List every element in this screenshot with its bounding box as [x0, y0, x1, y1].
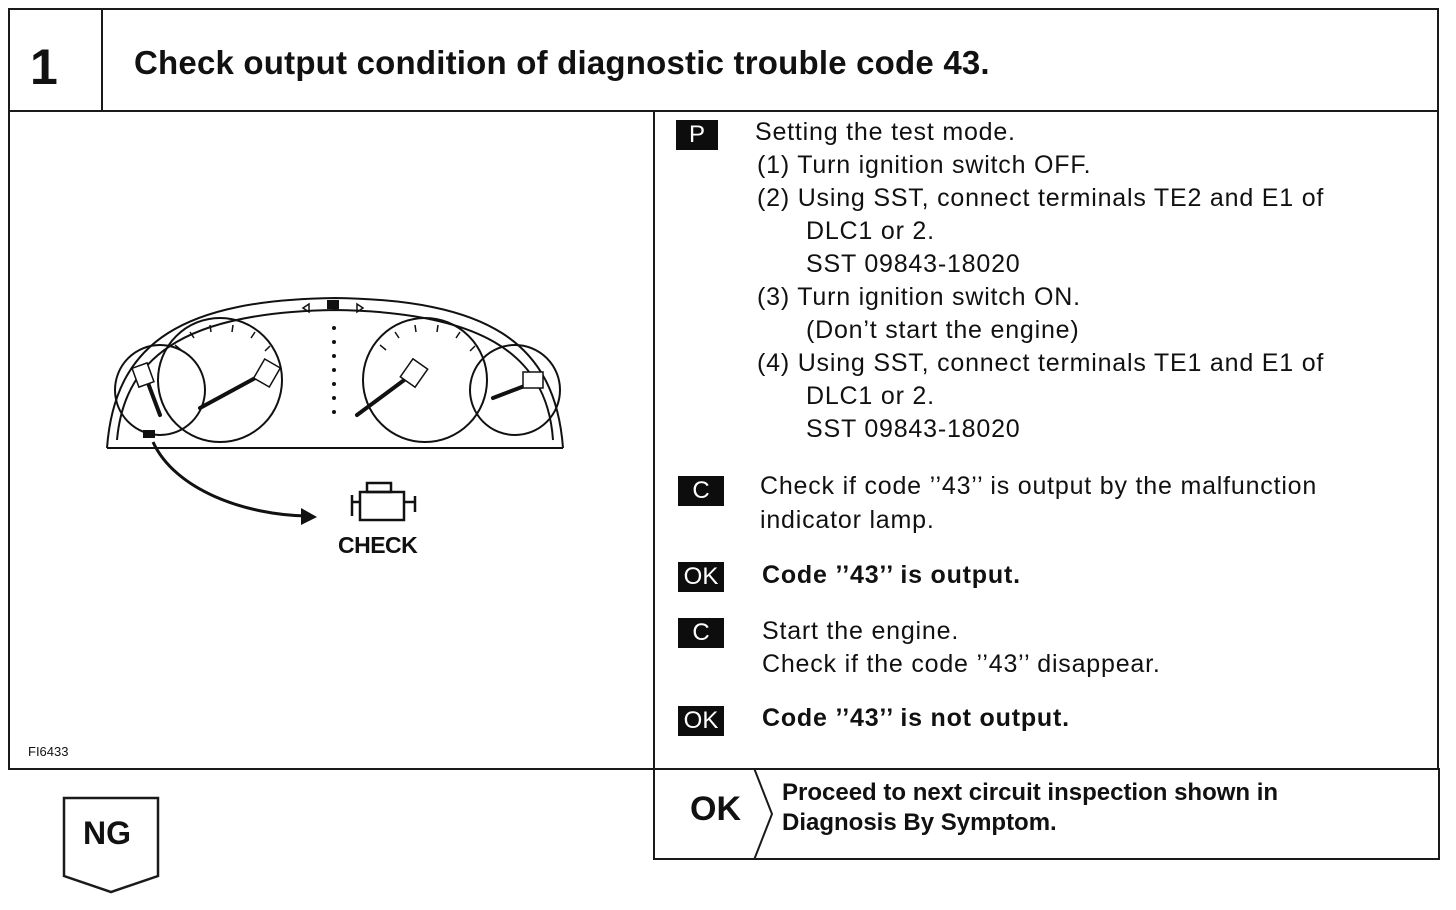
header-divider	[101, 8, 103, 112]
p-line-6: (Don’t start the engine)	[806, 316, 1080, 344]
c2-badge: C	[678, 618, 724, 648]
p-line-8: DLC1 or 2.	[806, 382, 935, 410]
p-line-5: (3) Turn ignition switch ON.	[757, 283, 1081, 311]
p-line-2: (2) Using SST, connect terminals TE2 and…	[757, 184, 1325, 212]
ok-result-line-0: Proceed to next circuit inspection shown…	[782, 779, 1279, 806]
c1-line-1: indicator lamp.	[760, 506, 935, 534]
c2-line-1: Check if the code ’’43’’ disappear.	[762, 650, 1161, 678]
ok1-text: Code ’’43’’ is output.	[762, 561, 1021, 589]
p-badge: P	[676, 120, 718, 150]
ok-result-box-line-bottom	[653, 858, 1440, 860]
figure-id: FI6433	[28, 744, 69, 759]
check-engine-label: CHECK	[338, 532, 418, 558]
p-line-3: DLC1 or 2.	[806, 217, 935, 245]
c2-line-0: Start the engine.	[762, 617, 960, 645]
ok-chevron	[753, 768, 774, 860]
ok1-badge: OK	[678, 562, 724, 592]
p-line-9: SST 09843-18020	[806, 415, 1021, 443]
ng-result-label: NG	[83, 815, 131, 851]
p-line-7: (4) Using SST, connect terminals TE1 and…	[757, 349, 1325, 377]
step-number: 1	[30, 39, 58, 95]
column-divider	[653, 110, 655, 860]
ok-result-label: OK	[690, 790, 741, 828]
ok2-badge: OK	[678, 706, 724, 736]
c1-line-0: Check if code ’’43’’ is output by the ma…	[760, 472, 1318, 500]
p-line-1: (1) Turn ignition switch OFF.	[757, 151, 1092, 179]
ok2-text: Code ’’43’’ is not output.	[762, 704, 1070, 732]
ng-result-shape	[62, 796, 160, 894]
step-title: Check output condition of diagnostic tro…	[134, 44, 990, 81]
c1-badge: C	[678, 476, 724, 506]
body-box	[8, 110, 1439, 770]
ok-result-line-1: Diagnosis By Symptom.	[782, 809, 1057, 836]
p-line-4: SST 09843-18020	[806, 250, 1021, 278]
ok-result-text: Proceed to next circuit inspection shown…	[782, 778, 1278, 838]
instrument-cluster-illustration	[106, 296, 564, 525]
p-line-0: Setting the test mode.	[755, 118, 1016, 146]
ok-result-box-line-right	[1438, 768, 1440, 860]
